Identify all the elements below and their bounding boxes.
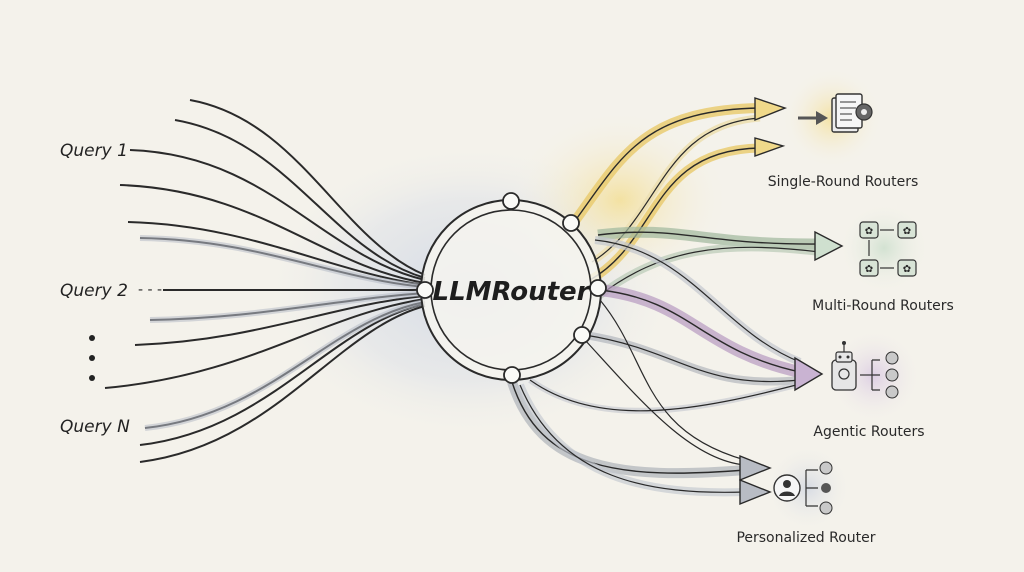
multi-round-label: Multi-Round Routers [812, 298, 954, 314]
svg-text:✿: ✿ [903, 264, 911, 275]
router-port [589, 279, 607, 297]
single-round-label: Single-Round Routers [768, 174, 919, 190]
query-n-label: Query N [60, 417, 130, 437]
query-ellipsis [89, 335, 95, 381]
agentic-label: Agentic Routers [813, 424, 924, 440]
router-port [562, 214, 580, 232]
user-brain-icon [773, 461, 833, 515]
query-2-label: Query 2 [60, 281, 128, 301]
svg-text:✿: ✿ [865, 264, 873, 275]
router-port [503, 366, 521, 384]
multi-round-wash [838, 202, 930, 294]
flows-multi-round [597, 226, 844, 299]
query-1-label: Query 1 [60, 141, 128, 161]
svg-text:✿: ✿ [903, 226, 911, 237]
router-port [502, 192, 520, 210]
svg-text:✿: ✿ [865, 226, 873, 237]
document-gear-icon [798, 93, 873, 133]
personalized-label: Personalized Router [736, 530, 875, 546]
input-flow-shadows [139, 235, 426, 431]
router-title: LLMRouter [433, 277, 592, 307]
robot-brain-icon [831, 341, 899, 399]
flows-agentic [528, 236, 824, 414]
router-port [573, 326, 591, 344]
query-2-dash: - - - [138, 282, 162, 298]
brain-grid-icon: ✿ ✿ ✿ ✿ [859, 221, 917, 277]
flows-personalized [507, 299, 772, 506]
flows-single-round [567, 97, 788, 284]
router-node: LLMRouter [416, 192, 607, 384]
router-port [416, 281, 434, 299]
